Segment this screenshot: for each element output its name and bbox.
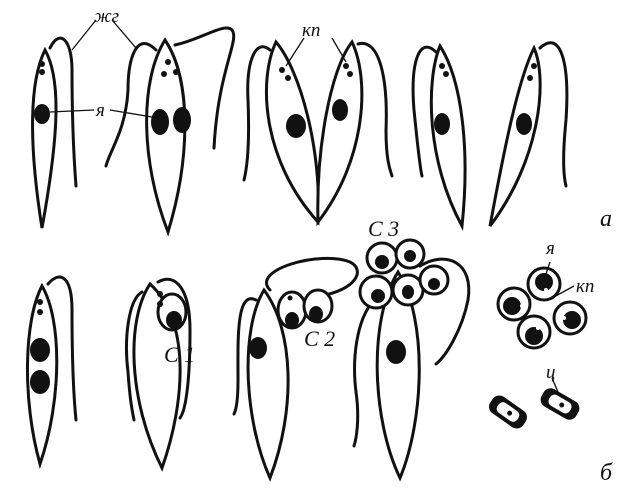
basal-granule-pointer-2: [332, 38, 346, 62]
cell-a2: [106, 28, 234, 232]
cell-b1: [27, 277, 76, 464]
cell-b2-stage1: С 1: [127, 279, 196, 468]
cyst-label: ц: [546, 362, 556, 383]
cell-a4-pair: [413, 43, 567, 226]
flagellum-label: жг: [94, 6, 119, 27]
cell-a3-pair: [244, 42, 392, 222]
stage-3-label: С 3: [368, 216, 399, 241]
nucleus-label: я: [95, 100, 105, 121]
panel-b-label: б: [600, 460, 613, 486]
cell-b3-stage2: С 2: [234, 258, 357, 478]
flagellum-pointer-1: [72, 20, 96, 50]
cysts: ц: [486, 362, 582, 432]
basal-granule-label: кп: [302, 20, 320, 41]
basal-granule-label-b: кп: [576, 276, 594, 297]
nucleus-label-b: я: [545, 238, 555, 259]
cell-b4-stage3: С 3: [354, 216, 469, 478]
stage-2-label: С 2: [304, 326, 335, 351]
panel-a-label: а: [600, 206, 612, 232]
stage-1-label: С 1: [164, 342, 195, 367]
cyst-2: [538, 385, 583, 422]
four-cell-cluster: я кп: [498, 238, 594, 348]
cell-a1: [33, 38, 76, 228]
basal-granule-pointer-1: [286, 38, 304, 66]
cyst-1: [486, 392, 530, 431]
